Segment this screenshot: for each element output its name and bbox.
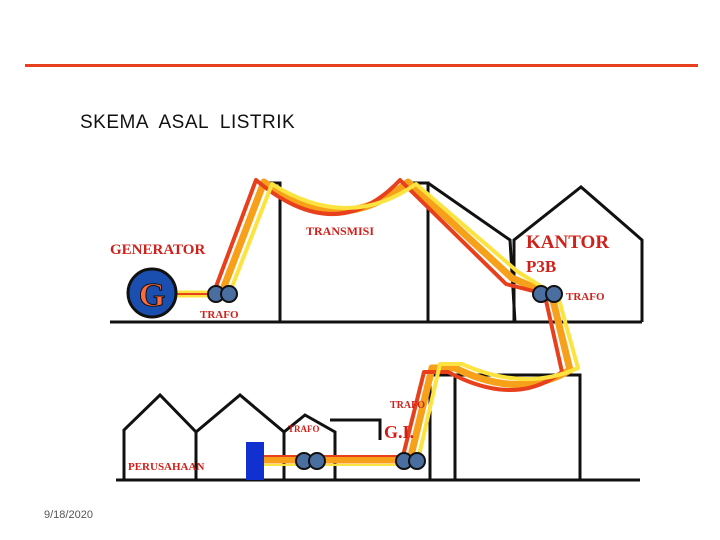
trafo-4-coil-b — [308, 452, 326, 470]
company-gate — [246, 442, 264, 480]
wire-yellow-lower — [416, 294, 580, 462]
gi-label: G.I. — [384, 422, 414, 442]
trafo-1-label: TRAFO — [200, 309, 239, 321]
trafo-4-label: TRAFO — [288, 424, 320, 434]
gi-post-left — [330, 418, 382, 440]
wire-yellow-upper — [228, 182, 554, 295]
transmisi-label: TRANSMISI — [306, 224, 374, 238]
company-building-3 — [282, 413, 337, 480]
trafo-3-coil-b — [408, 452, 426, 470]
generator-symbol: G — [139, 277, 165, 314]
company-building-2 — [195, 393, 286, 480]
perusahaan-label: PERUSAHAAN — [128, 461, 204, 473]
trafo-1-coil-b — [220, 285, 238, 303]
header-rule — [25, 64, 698, 67]
trafo-3-label: TRAFO — [390, 400, 425, 411]
trafo-2-coil-b — [545, 285, 563, 303]
generator-label: GENERATOR — [110, 242, 205, 258]
company-building-1 — [122, 392, 198, 480]
slide-title: SKEMA ASAL LISTRIK — [80, 112, 296, 133]
slide-date: 9/18/2020 — [44, 509, 93, 521]
kantor-sublabel: P3B — [526, 257, 556, 276]
kantor-label: KANTOR — [526, 232, 609, 253]
wire-red-upper — [212, 178, 543, 295]
trafo-2-label: TRAFO — [566, 291, 605, 303]
generator-icon — [126, 267, 178, 319]
